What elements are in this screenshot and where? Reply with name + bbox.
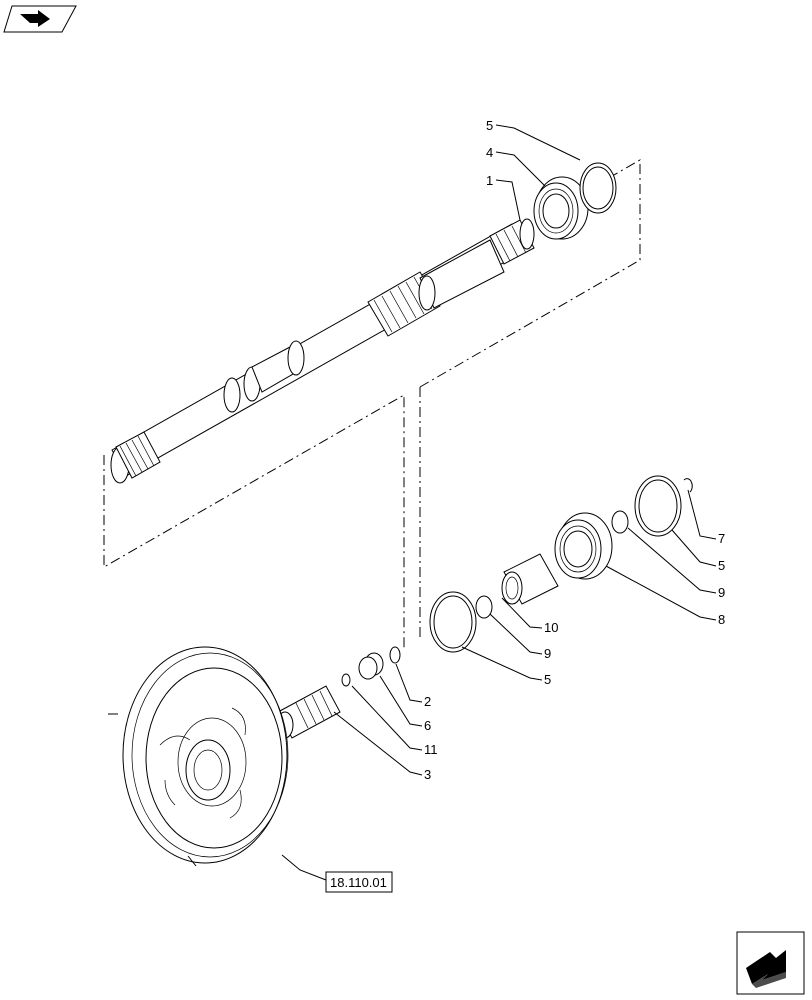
callout-5-right: 5 xyxy=(718,558,725,573)
next-page-arrow-icon[interactable] xyxy=(736,931,805,995)
flywheel-disc xyxy=(108,646,289,867)
callout-1: 1 xyxy=(486,173,493,188)
reference-box-label: 18.110.01 xyxy=(330,875,387,890)
sleeve-10 xyxy=(501,553,559,605)
previous-page-arrow-icon[interactable] xyxy=(3,5,77,33)
callout-2: 2 xyxy=(424,694,431,709)
bearing-top xyxy=(533,176,589,240)
assembly-centerlines xyxy=(103,159,641,650)
callout-4: 4 xyxy=(486,145,493,160)
callout-6: 6 xyxy=(424,718,431,733)
callout-5-top: 5 xyxy=(486,118,493,133)
callout-9-left: 9 xyxy=(544,646,551,661)
callout-10: 10 xyxy=(544,620,558,635)
snap-ring-top xyxy=(579,162,617,214)
snap-ring-right xyxy=(634,475,682,537)
callout-7: 7 xyxy=(718,531,725,546)
small-ring-9-right xyxy=(611,510,629,534)
snap-ring-left xyxy=(429,591,477,653)
callout-11: 11 xyxy=(424,742,438,757)
splined-shaft-3 xyxy=(276,685,341,739)
small-ring-9-left xyxy=(475,595,493,619)
callout-9-right: 9 xyxy=(718,585,725,600)
ring-2 xyxy=(389,646,401,664)
callout-8: 8 xyxy=(718,612,725,627)
main-shaft xyxy=(110,218,535,484)
small-ring-7 xyxy=(683,478,693,493)
callout-5-left: 5 xyxy=(544,672,551,687)
bushing-6 xyxy=(358,652,384,680)
clip-11 xyxy=(341,673,351,687)
bearing-lower xyxy=(554,512,613,580)
reference-box-18-110-01[interactable]: 18.110.01 xyxy=(325,871,393,893)
callout-3: 3 xyxy=(424,767,431,782)
leader-lines xyxy=(281,124,717,881)
